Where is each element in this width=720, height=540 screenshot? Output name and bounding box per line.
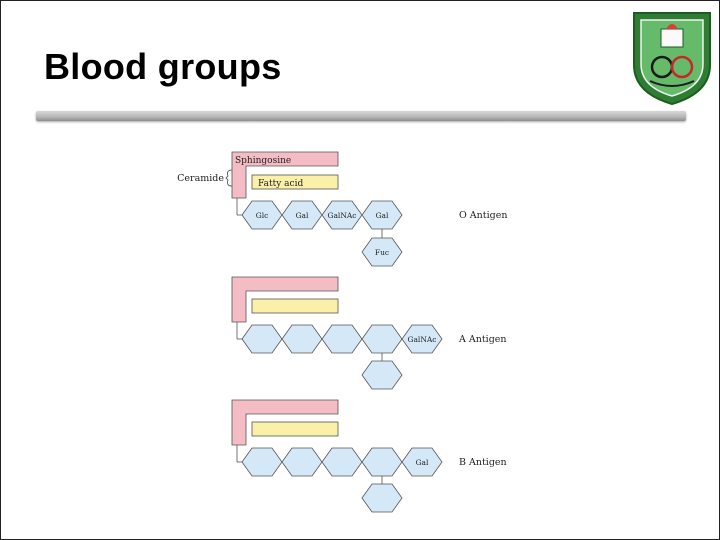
sugar-gal-terminal-b: Gal (401, 447, 443, 477)
sugar-fuc-1: Fuc (361, 237, 403, 267)
ceramide-label: Ceramide (177, 173, 224, 184)
sugar-gal-b (281, 447, 323, 477)
sphingosine-label: Sphingosine (235, 156, 291, 166)
o-antigen-label: O Antigen (459, 210, 507, 221)
university-logo-icon (633, 12, 711, 106)
svg-text:GalNAc: GalNAc (327, 211, 356, 220)
sugar-gal-a (281, 324, 323, 354)
sugar-galnac-1: GalNAc (321, 200, 363, 230)
svg-text:GalNAc: GalNAc (407, 335, 436, 344)
sphingosine-bar (231, 151, 339, 199)
sugar-glc-b (241, 447, 283, 477)
svg-text:Fuc: Fuc (375, 248, 389, 257)
sugar-gal-1: Gal (281, 200, 323, 230)
ceramide-brace (225, 169, 233, 187)
sugar-galnac-a (321, 324, 363, 354)
sphingosine-bar-a (231, 276, 339, 323)
svg-text:Glc: Glc (256, 211, 269, 220)
b-antigen-structure: Gal B Antigen (231, 399, 507, 513)
sugar-gal-b-2 (361, 447, 403, 477)
svg-text:Gal: Gal (376, 211, 389, 220)
sugar-glc-1: Glc (241, 200, 283, 230)
sphingosine-bar-b (231, 399, 339, 446)
a-antigen-label: A Antigen (458, 334, 507, 345)
sugar-glc-a (241, 324, 283, 354)
title-divider (36, 111, 686, 121)
fatty-acid-bar (251, 174, 339, 190)
sugar-fuc-b (361, 483, 403, 513)
fatty-acid-bar-a (251, 298, 339, 314)
sugar-gal-a-2 (361, 324, 403, 354)
slide-title: Blood groups (44, 46, 282, 87)
sugar-gal-2: Gal (361, 200, 403, 230)
sugar-galnac-terminal-a: GalNAc (401, 324, 443, 354)
fatty-acid-bar-b (251, 421, 339, 437)
a-antigen-structure: GalNAc A Antigen (231, 276, 507, 390)
o-antigen-structure: Ceramide Sphingosine Fatty acid Glc Gal … (177, 151, 507, 267)
sugar-galnac-b (321, 447, 363, 477)
b-antigen-label: B Antigen (459, 457, 507, 468)
fatty-acid-label: Fatty acid (258, 179, 303, 189)
sugar-fuc-a (361, 360, 403, 390)
svg-text:Gal: Gal (296, 211, 309, 220)
svg-text:Gal: Gal (416, 458, 429, 467)
